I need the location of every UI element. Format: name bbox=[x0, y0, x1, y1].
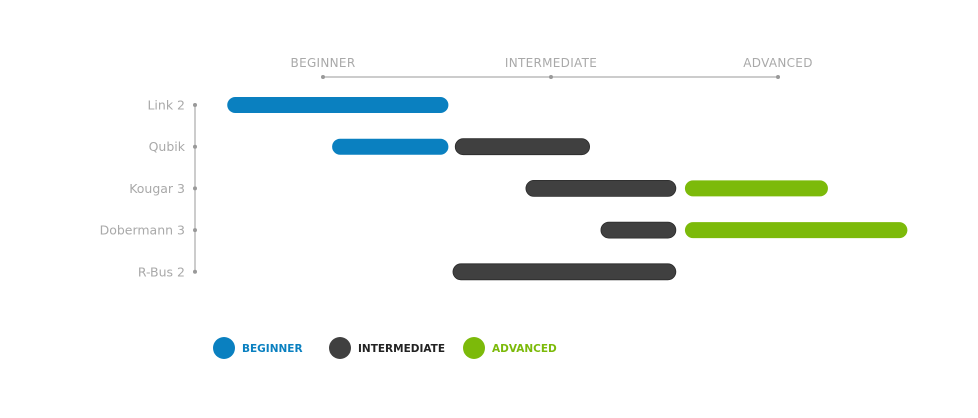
bars-group bbox=[227, 97, 908, 281]
product-tick bbox=[193, 186, 197, 191]
level-tick bbox=[549, 75, 553, 79]
legend-label: ADVANCED bbox=[492, 343, 557, 355]
level-axis: BEGINNER INTERMEDIATE ADVANCED bbox=[291, 56, 812, 79]
product-label: Qubik bbox=[149, 139, 186, 154]
product-tick bbox=[193, 144, 197, 149]
level-tick-label: INTERMEDIATE bbox=[505, 56, 597, 70]
level-bar-advanced bbox=[684, 180, 828, 197]
level-tick bbox=[321, 75, 325, 79]
level-bar-beginner bbox=[332, 138, 449, 155]
product-tick bbox=[193, 228, 197, 233]
product-label: Dobermann 3 bbox=[100, 223, 185, 238]
legend-swatch bbox=[213, 337, 235, 359]
legend-label: BEGINNER bbox=[242, 343, 303, 355]
product-tick bbox=[193, 103, 197, 107]
product-tick bbox=[193, 269, 197, 274]
product-label: Link 2 bbox=[147, 98, 185, 113]
level-tick bbox=[776, 75, 780, 79]
level-bar-intermediate bbox=[525, 179, 677, 197]
product-label: Kougar 3 bbox=[129, 181, 185, 196]
level-bar-intermediate bbox=[452, 263, 677, 281]
level-bar-intermediate bbox=[454, 138, 590, 156]
legend: BEGINNER INTERMEDIATE ADVANCED bbox=[213, 337, 557, 359]
level-bar-beginner bbox=[227, 97, 449, 113]
product-label: R-Bus 2 bbox=[138, 264, 185, 279]
level-bar-intermediate bbox=[600, 221, 677, 239]
legend-swatch bbox=[329, 337, 351, 359]
legend-swatch bbox=[463, 337, 485, 359]
level-bar-advanced bbox=[684, 222, 908, 239]
legend-label: INTERMEDIATE bbox=[358, 343, 445, 355]
level-tick-label: ADVANCED bbox=[743, 56, 812, 70]
level-tick-label: BEGINNER bbox=[291, 56, 356, 70]
